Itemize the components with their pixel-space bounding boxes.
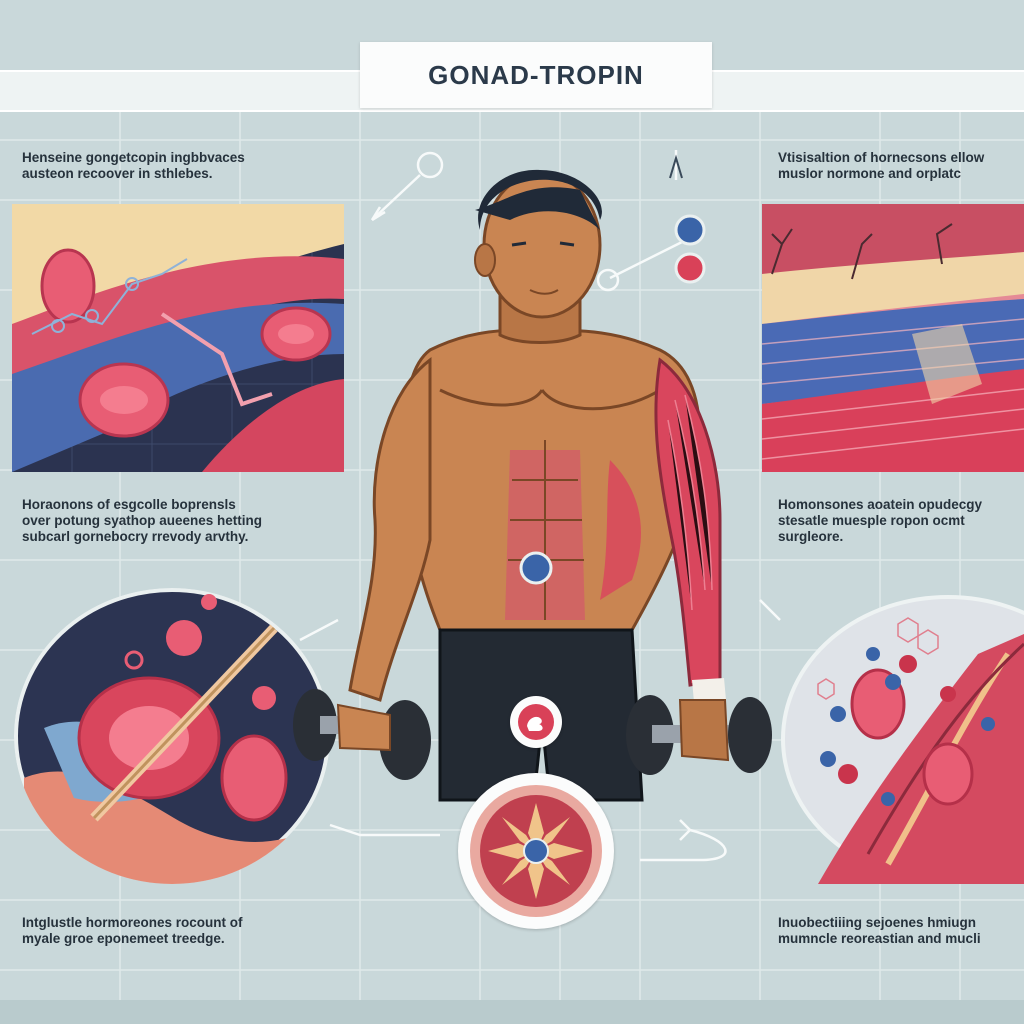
caption-top-right: Vtisisaltion of hornecsons ellow muslor … xyxy=(778,150,985,181)
panel-blood-cells-muscle xyxy=(12,204,344,472)
muscle-flex-icon xyxy=(518,704,554,740)
panel-muscle-tissue xyxy=(762,204,1024,472)
dumbbell-right xyxy=(626,695,772,775)
page-title: GONAD-TROPIN xyxy=(428,59,644,90)
caption-bottom-left: Intglustle hormoreones rocount of myale … xyxy=(22,915,243,946)
circle-cross-section xyxy=(458,773,614,929)
caption-mid-right: Homonsones aoatein opudecgy stesatle mue… xyxy=(778,497,983,544)
title-box: GONAD-TROPIN xyxy=(360,42,712,108)
circle-hormone-molecules xyxy=(778,594,1024,884)
caption-top-left: Henseine gongetcopin ingbbvaces austeon … xyxy=(22,150,245,181)
bottom-bar xyxy=(0,1000,1024,1024)
center-badge xyxy=(510,696,562,748)
dumbbell-left xyxy=(293,689,431,780)
caption-bottom-right: Inuobectiiing sejoenes hmiugn mumncle re… xyxy=(778,915,981,946)
caption-mid-left: Horaonons of esgcolle boprensls over pot… xyxy=(22,497,263,544)
circle-muscle-fiber-closeup xyxy=(14,588,330,884)
athlete-figure xyxy=(293,169,772,802)
